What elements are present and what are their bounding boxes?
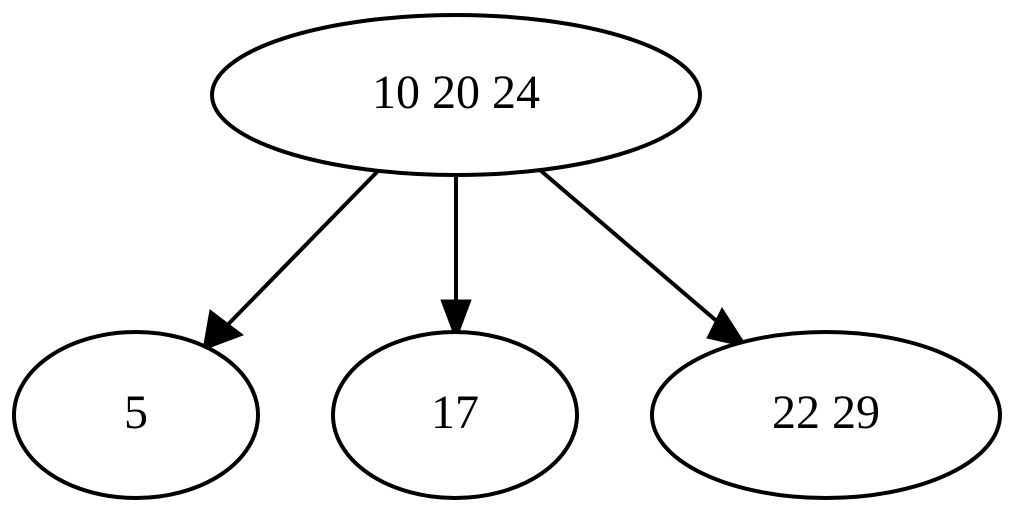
arrowhead-icon [706, 306, 749, 348]
node-ellipse [331, 330, 579, 500]
node-label: 22 29 [772, 386, 880, 439]
edge-line [201, 170, 379, 352]
tree-node-child-middle[interactable]: 17 [331, 330, 579, 500]
arrowhead-icon [440, 299, 472, 342]
tree-node-child-right[interactable]: 22 29 [650, 330, 1002, 500]
tree-node-root[interactable]: 10 20 24 [210, 13, 702, 177]
node-label: 5 [124, 386, 148, 439]
node-label: 10 20 24 [372, 66, 540, 119]
node-ellipse [650, 330, 1002, 500]
edge-root-to-child-right[interactable] [538, 168, 749, 349]
node-label: 17 [431, 386, 479, 439]
edge-line [538, 168, 749, 349]
edge-root-to-child-left[interactable] [201, 170, 379, 352]
arrowhead-icon [202, 309, 245, 351]
node-ellipse [210, 13, 702, 177]
node-group: 10 20 24 5 17 22 29 [12, 13, 1002, 500]
edge-group [201, 168, 749, 352]
tree-node-child-left[interactable]: 5 [12, 330, 260, 500]
edge-root-to-child-middle[interactable] [440, 175, 472, 342]
node-ellipse [12, 330, 260, 500]
